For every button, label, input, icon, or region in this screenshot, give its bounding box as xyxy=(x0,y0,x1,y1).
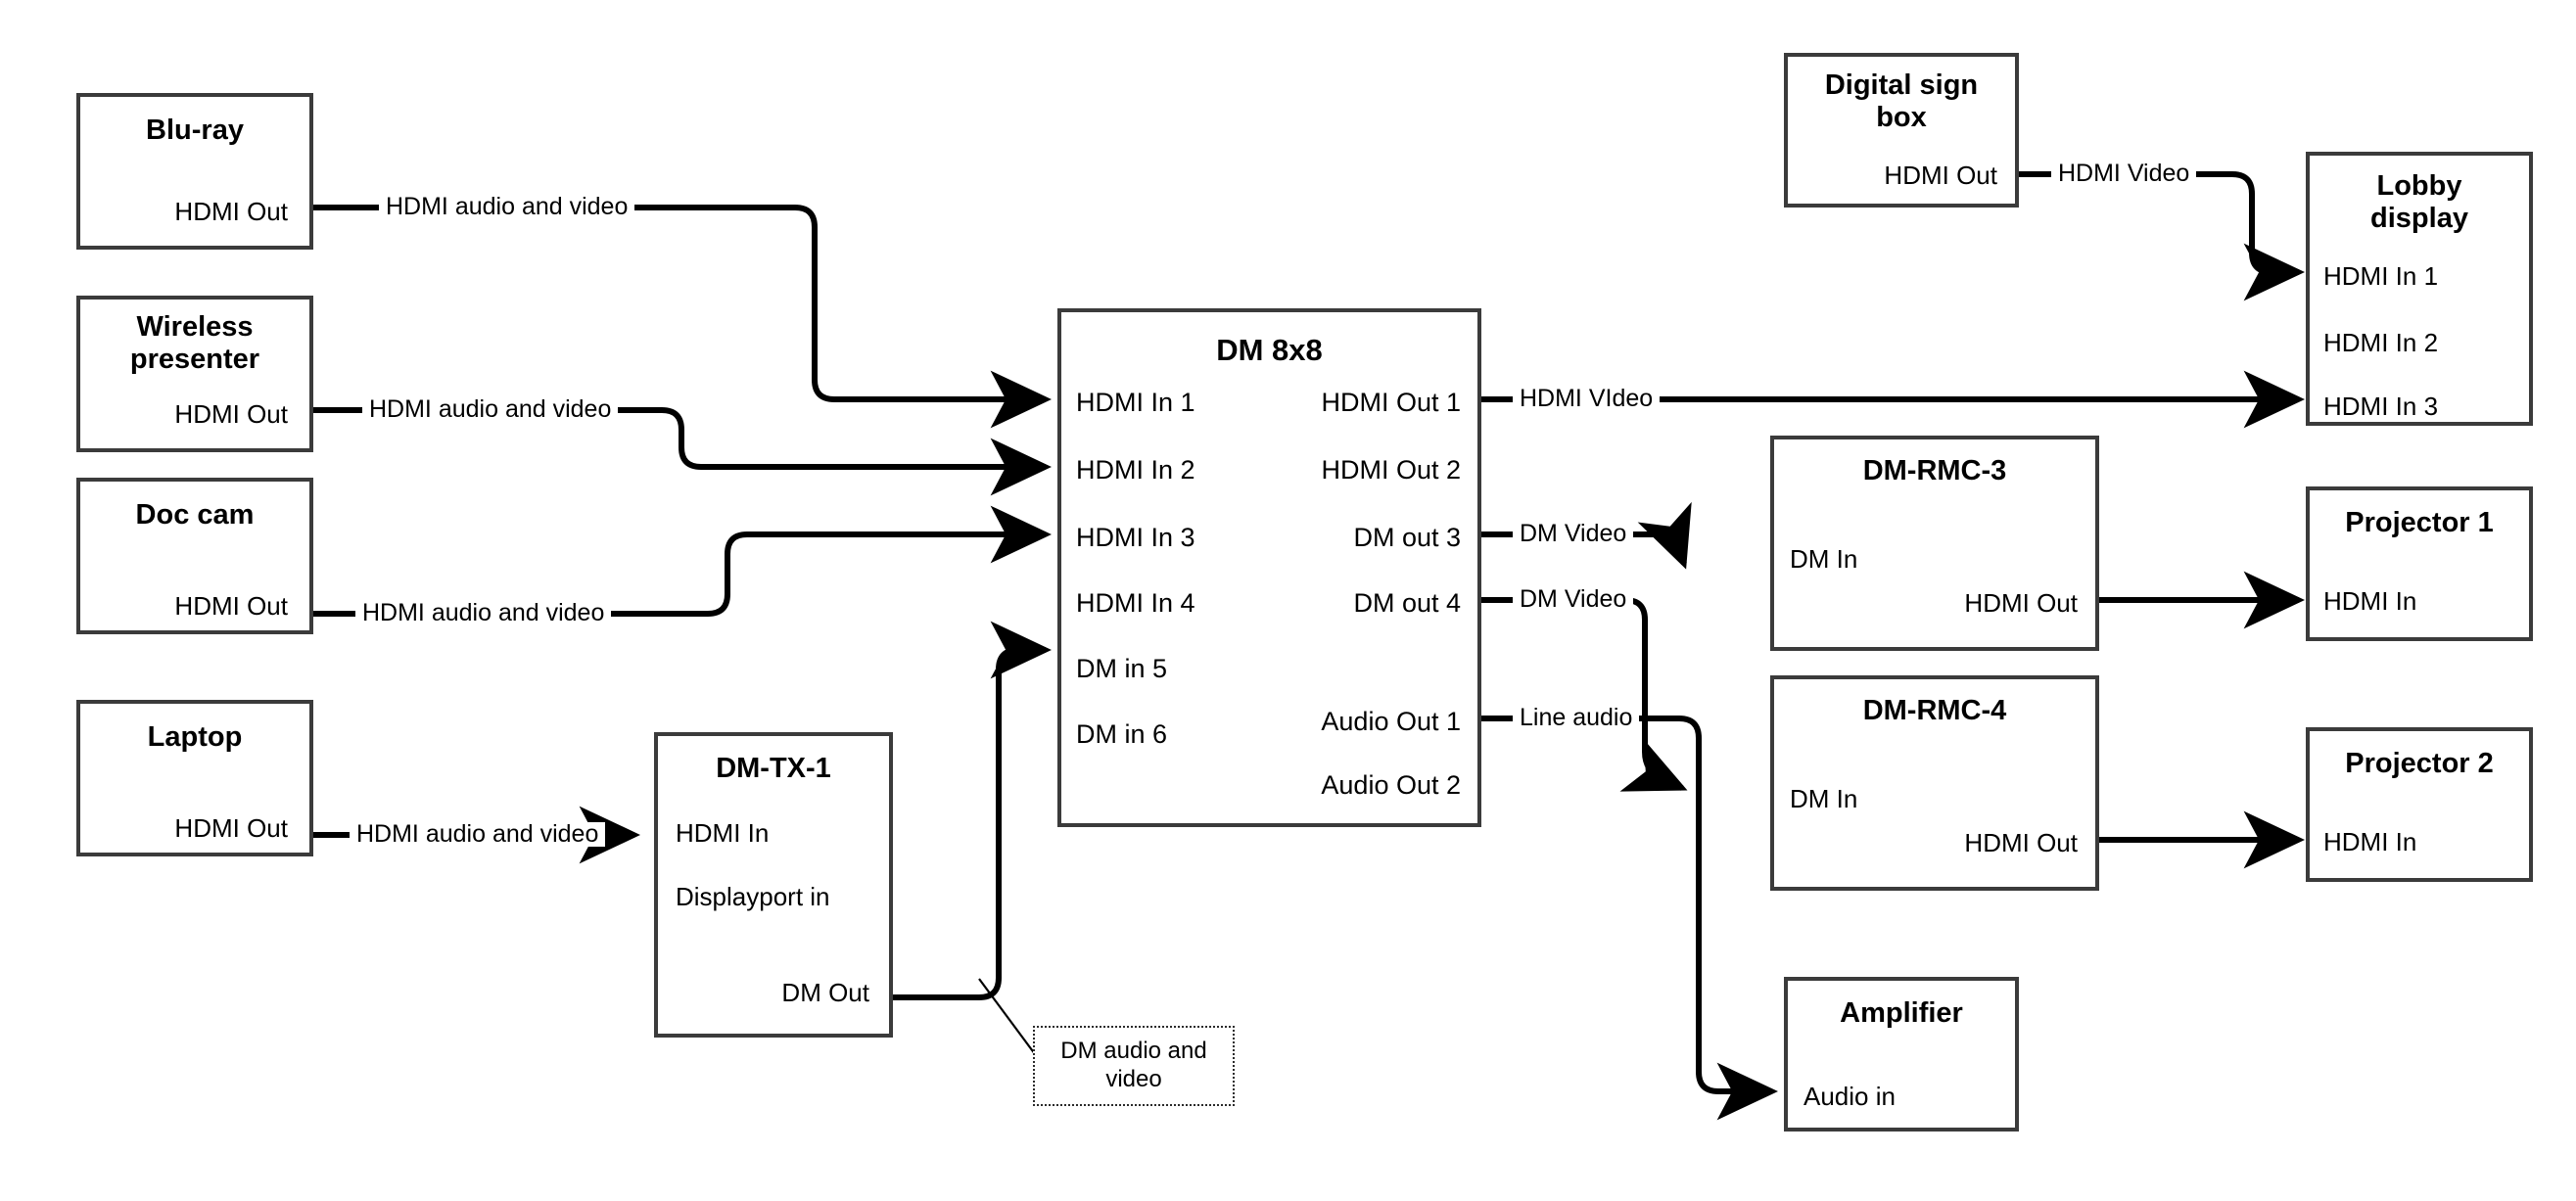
port-hdmi-in: HDMI In xyxy=(676,818,770,848)
wire-label-digitalsign: HDMI Video xyxy=(2051,162,2197,186)
wire-wireless-to-dm8x8 xyxy=(313,407,1053,496)
node-title: Projector 1 xyxy=(2345,507,2494,538)
port-hdmi-out: HDMI Out xyxy=(174,197,288,226)
port-hdmi-out: HDMI Out xyxy=(1964,588,2078,618)
wire-bluray-to-dm8x8 xyxy=(313,205,1053,429)
node-doc-cam[interactable]: Doc cam HDMI Out xyxy=(76,478,313,634)
port-hdmi-in-1: HDMI In 1 xyxy=(2323,261,2439,291)
port-dm-in-6: DM in 6 xyxy=(1076,719,1168,749)
node-dm-rmc-4[interactable]: DM-RMC-4 DM In HDMI Out xyxy=(1770,675,2099,891)
node-laptop[interactable]: Laptop HDMI Out xyxy=(76,700,313,856)
node-title: Laptop xyxy=(147,721,243,753)
port-hdmi-out: HDMI Out xyxy=(1964,828,2078,857)
wire-dmtx1-to-dm8x8 xyxy=(893,621,1053,1000)
wire-digitalsign-to-lobby xyxy=(2019,171,2306,301)
node-title: Projector 2 xyxy=(2345,748,2494,779)
wire-dm8x8-dmout4-to-rmc4 xyxy=(1481,597,1688,792)
port-dm-in: DM In xyxy=(1790,784,1858,813)
node-title: Amplifier xyxy=(1840,997,1963,1029)
node-dm-rmc-3[interactable]: DM-RMC-3 DM In HDMI Out xyxy=(1770,436,2099,651)
node-title: DM-RMC-3 xyxy=(1862,455,2007,486)
port-hdmi-in-3: HDMI In 3 xyxy=(2323,392,2439,421)
wire-label-doccam: HDMI audio and video xyxy=(355,601,612,625)
node-title: Lobby display xyxy=(2370,170,2468,234)
node-title: Doc cam xyxy=(135,499,255,531)
port-dm-out: DM Out xyxy=(781,978,869,1007)
node-dm-8x8[interactable]: DM 8x8 HDMI In 1 HDMI In 2 HDMI In 3 HDM… xyxy=(1057,308,1481,827)
wire-label-wireless: HDMI audio and video xyxy=(362,397,619,422)
port-dm-out-4: DM out 4 xyxy=(1353,588,1461,618)
node-dm-tx-1[interactable]: DM-TX-1 HDMI In Displayport in DM Out xyxy=(654,732,893,1038)
port-hdmi-in-2: HDMI In 2 xyxy=(2323,328,2439,357)
node-projector-1[interactable]: Projector 1 HDMI In xyxy=(2306,486,2533,641)
node-amplifier[interactable]: Amplifier Audio in xyxy=(1784,977,2019,1132)
node-digital-sign-box[interactable]: Digital sign box HDMI Out xyxy=(1784,53,2019,208)
node-wireless-presenter[interactable]: Wireless presenter HDMI Out xyxy=(76,296,313,452)
node-title: Wireless presenter xyxy=(129,311,260,375)
port-hdmi-out: HDMI Out xyxy=(174,399,288,429)
node-title: DM-TX-1 xyxy=(716,753,831,784)
port-hdmi-in-2: HDMI In 2 xyxy=(1076,455,1195,485)
port-hdmi-out-2: HDMI Out 2 xyxy=(1321,455,1461,485)
wire-label-laptop: HDMI audio and video xyxy=(350,822,606,847)
callout-leader-line xyxy=(978,978,1042,1063)
node-title: Blu-ray xyxy=(146,115,244,146)
node-lobby-display[interactable]: Lobby display HDMI In 1 HDMI In 2 HDMI I… xyxy=(2306,152,2533,426)
port-dm-in-5: DM in 5 xyxy=(1076,654,1168,683)
port-hdmi-out: HDMI Out xyxy=(174,591,288,621)
callout-dm-audio-and-video: DM audio and video xyxy=(1033,1026,1235,1106)
port-audio-out-2: Audio Out 2 xyxy=(1321,770,1461,800)
port-hdmi-in: HDMI In xyxy=(2323,827,2417,856)
node-title: DM-RMC-4 xyxy=(1862,695,2007,726)
port-audio-in: Audio in xyxy=(1803,1082,1896,1111)
port-hdmi-in-4: HDMI In 4 xyxy=(1076,588,1195,618)
wire-label-audioout1: Line audio xyxy=(1513,706,1640,730)
port-displayport-in: Displayport in xyxy=(676,882,830,911)
port-hdmi-out: HDMI Out xyxy=(1884,161,1997,190)
node-projector-2[interactable]: Projector 2 HDMI In xyxy=(2306,727,2533,882)
node-bluray[interactable]: Blu-ray HDMI Out xyxy=(76,93,313,250)
wire-dm8x8-audioout1-to-amplifier xyxy=(1481,716,1779,1121)
wire-label-dmout4: DM Video xyxy=(1513,587,1634,612)
port-hdmi-in: HDMI In xyxy=(2323,586,2417,616)
wire-doccam-to-dm8x8 xyxy=(313,505,1053,617)
port-hdmi-in-3: HDMI In 3 xyxy=(1076,523,1195,552)
wire-dm8x8-dmout3-to-rmc3 xyxy=(1481,501,1692,570)
node-title: DM 8x8 xyxy=(1216,333,1323,367)
port-hdmi-out: HDMI Out xyxy=(174,813,288,843)
port-hdmi-in-1: HDMI In 1 xyxy=(1076,388,1195,417)
node-title: Digital sign box xyxy=(1824,69,1979,133)
wire-label-hdmiout1: HDMI VIdeo xyxy=(1513,387,1661,411)
port-dm-in: DM In xyxy=(1790,544,1858,574)
wire-label-bluray: HDMI audio and video xyxy=(379,195,635,219)
port-dm-out-3: DM out 3 xyxy=(1353,523,1461,552)
port-hdmi-out-1: HDMI Out 1 xyxy=(1321,388,1461,417)
port-audio-out-1: Audio Out 1 xyxy=(1321,707,1461,736)
wire-label-dmout3: DM Video xyxy=(1513,522,1634,546)
